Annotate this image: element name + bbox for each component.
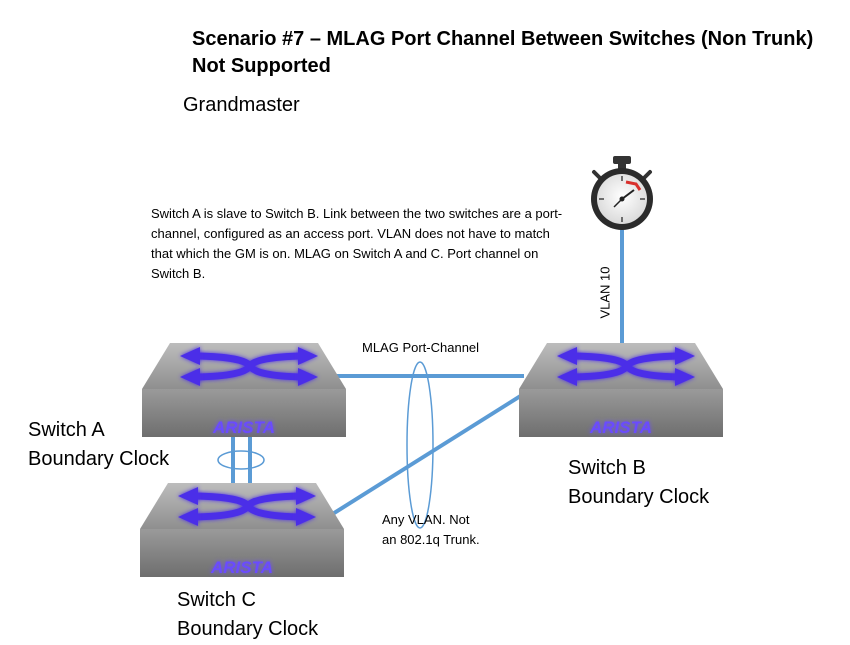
mlag-port-channel-ellipse xyxy=(406,361,434,529)
switch-a-brand: ARISTA xyxy=(212,418,275,437)
switch-c-brand: ARISTA xyxy=(210,558,273,577)
link-c-to-b xyxy=(321,388,532,522)
vlan-10-label: VLAN 10 xyxy=(597,266,613,319)
switch-b-label: Switch B Boundary Clock xyxy=(568,454,709,512)
switch-c-icon: ARISTA xyxy=(140,483,344,577)
switch-a-icon: ARISTA xyxy=(142,343,346,437)
switch-c-label: Switch C Boundary Clock xyxy=(177,586,318,644)
any-vlan-line-2: an 802.1q Trunk. xyxy=(382,532,480,547)
mlag-peer-ellipse xyxy=(217,450,265,470)
grandmaster-label: Grandmaster xyxy=(183,94,300,116)
title-line-2: Not Supported xyxy=(192,55,331,77)
switch-a-role: Boundary Clock xyxy=(28,448,170,470)
switch-b-icon: ARISTA xyxy=(519,343,723,437)
title-line-1: Scenario #7 – MLAG Port Channel Between … xyxy=(192,28,814,50)
mlag-port-channel-label: MLAG Port-Channel xyxy=(362,340,480,355)
switch-a-name: Switch A xyxy=(28,419,105,441)
switch-b-name: Switch B xyxy=(568,457,646,479)
switch-c-role: Boundary Clock xyxy=(177,618,319,640)
switch-b-role: Boundary Clock xyxy=(568,486,710,508)
stopwatch-icon xyxy=(591,156,653,230)
page-title: Scenario #7 – MLAG Port Channel Between … xyxy=(192,26,813,80)
scenario-description: Switch A is slave to Switch B. Link betw… xyxy=(151,206,563,281)
switch-a-label: Switch A Boundary Clock xyxy=(28,416,169,474)
switch-b-brand: ARISTA xyxy=(589,418,652,437)
any-vlan-line-1: Any VLAN. Not xyxy=(382,512,470,527)
switch-c-name: Switch C xyxy=(177,589,256,611)
any-vlan-label: Any VLAN. Not an 802.1q Trunk. xyxy=(382,510,480,550)
